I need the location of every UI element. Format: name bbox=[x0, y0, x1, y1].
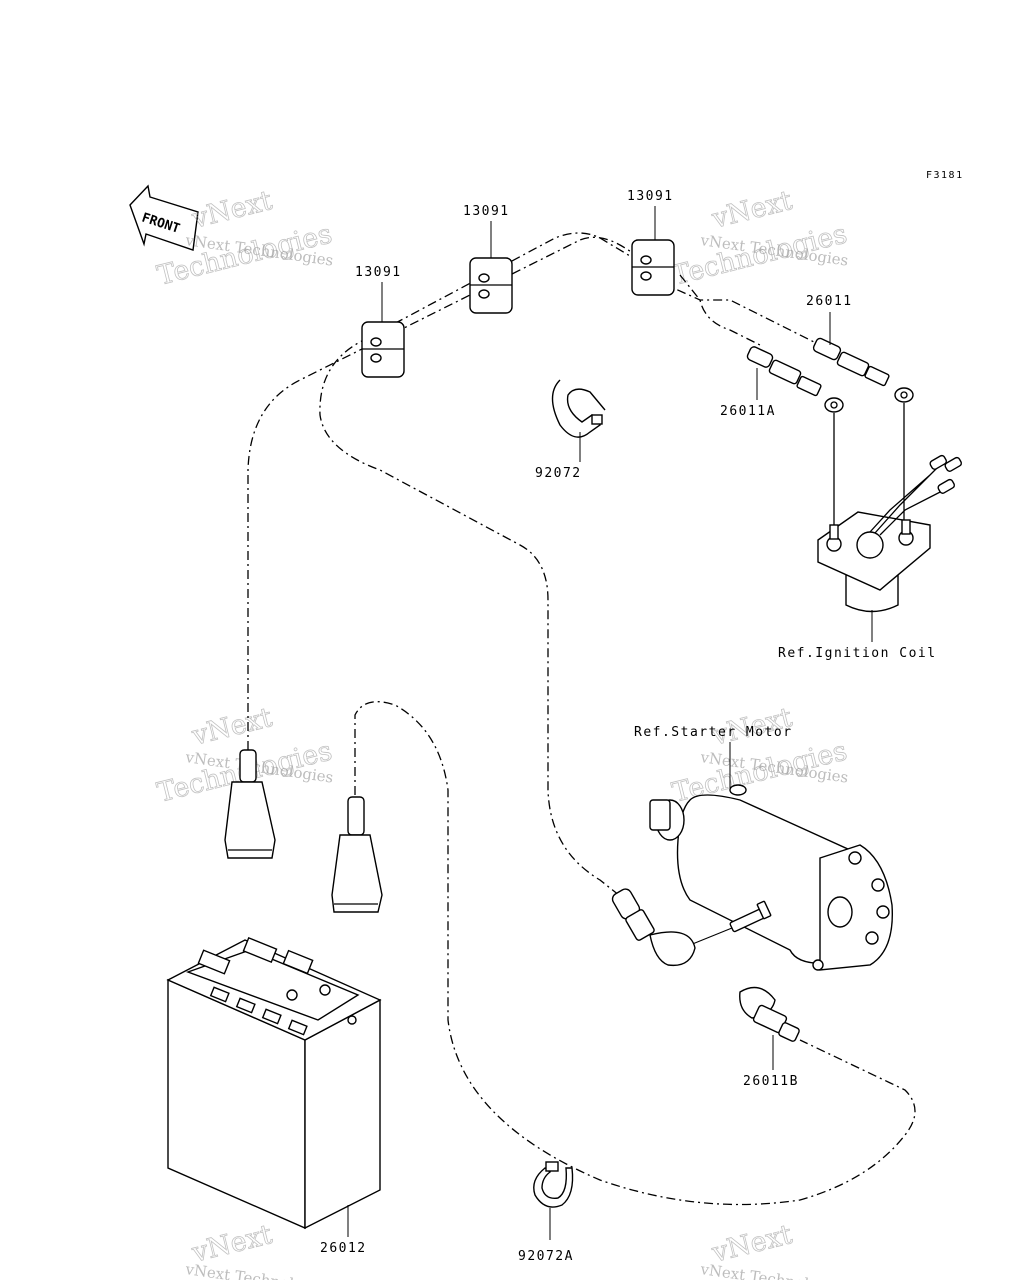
starter-cable-terminal bbox=[611, 888, 696, 967]
cable-26011b-terminal bbox=[739, 986, 800, 1042]
svg-text:vNext Technologies: vNext Technologies bbox=[698, 1260, 849, 1280]
ignition-cable bbox=[659, 281, 821, 346]
band-92072a bbox=[533, 1161, 574, 1208]
label-band-92072a: 92072A bbox=[518, 1249, 574, 1264]
svg-text:vNext: vNext bbox=[188, 185, 275, 235]
watermark-bottom-left: vNext vNext Technologies bbox=[183, 1219, 334, 1280]
svg-text:Technologies: Technologies bbox=[669, 218, 850, 291]
watermark-top-right: vNext vNext Technologies Technologies bbox=[669, 185, 851, 292]
ignition-coil bbox=[817, 454, 963, 613]
watermark-mid-right: vNext vNext Technologies Technologies bbox=[669, 702, 851, 809]
battery-positive-cable bbox=[247, 236, 661, 750]
battery-negative-boot bbox=[331, 796, 383, 913]
clamp-right bbox=[631, 239, 675, 296]
clamp-mid bbox=[469, 257, 513, 314]
cable-26011a-terminal bbox=[746, 346, 844, 413]
cable-26011-terminal bbox=[812, 337, 914, 403]
label-clamp-mid: 13091 bbox=[463, 204, 510, 219]
label-cable-26011a: 26011A bbox=[720, 404, 776, 419]
label-ignition-coil: Ref.Ignition Coil bbox=[778, 646, 937, 661]
battery-positive-boot bbox=[224, 749, 276, 859]
clamp-left bbox=[361, 321, 405, 378]
watermark-bottom-right: vNext vNext Technologies bbox=[698, 1219, 849, 1280]
starter-motor bbox=[649, 784, 894, 971]
label-clamp-left: 13091 bbox=[355, 265, 402, 280]
svg-text:vNext: vNext bbox=[708, 1219, 795, 1269]
label-battery: 26012 bbox=[320, 1241, 367, 1256]
figure-id: F3181 bbox=[926, 170, 964, 181]
band-92072 bbox=[551, 379, 606, 438]
battery bbox=[166, 936, 382, 1230]
label-clamp-right: 13091 bbox=[627, 189, 674, 204]
label-band-92072: 92072 bbox=[535, 466, 582, 481]
label-starter-motor: Ref.Starter Motor bbox=[634, 725, 793, 740]
label-cable-26011b: 26011B bbox=[743, 1074, 799, 1089]
svg-text:vNext: vNext bbox=[708, 185, 795, 235]
ground-cable bbox=[354, 701, 916, 1206]
svg-text:vNext: vNext bbox=[188, 702, 275, 752]
svg-text:vNext Technologies: vNext Technologies bbox=[183, 1260, 334, 1280]
front-arrow-icon: FRONT bbox=[129, 184, 199, 251]
label-cable-26011: 26011 bbox=[806, 294, 853, 309]
